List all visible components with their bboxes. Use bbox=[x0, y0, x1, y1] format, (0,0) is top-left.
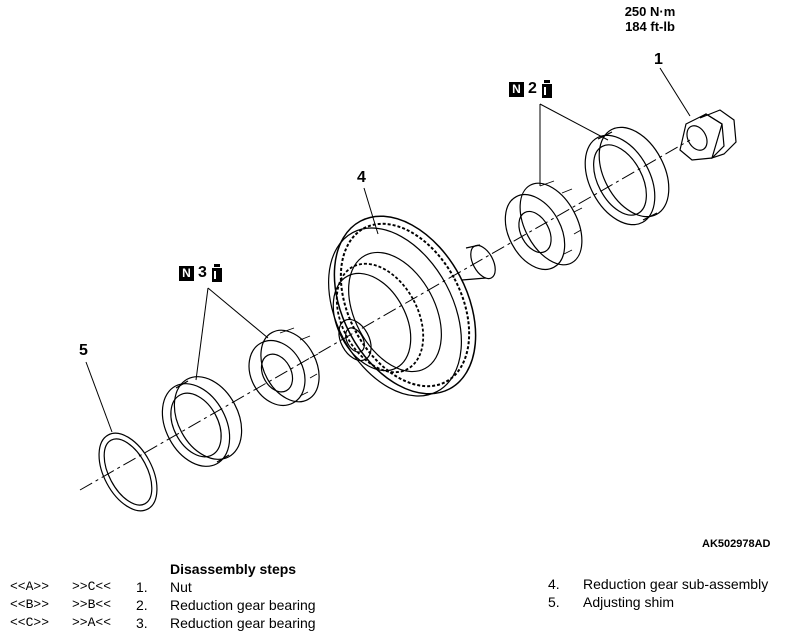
step-row: 5. Adjusting shim bbox=[0, 593, 794, 611]
step-ref-b: >>B<< bbox=[72, 597, 112, 612]
leader-3b bbox=[207, 287, 269, 339]
badge-3: N 3 bbox=[179, 264, 223, 282]
step-row: 4. Reduction gear sub-assembly bbox=[0, 575, 794, 593]
leader-5 bbox=[85, 361, 113, 433]
torque-spec: 250 N·m 184 ft-lb bbox=[600, 4, 700, 34]
badge-2: N 2 bbox=[509, 80, 553, 98]
nut bbox=[679, 109, 737, 161]
adjusting-shim bbox=[98, 432, 158, 512]
figure-code: AK502978AD bbox=[702, 538, 771, 550]
torque-nm: 250 N·m bbox=[624, 4, 676, 19]
torque-ftlb: 184 ft-lb bbox=[625, 19, 675, 34]
step-row: <<B>> >>B<< 2. Reduction gear bearing bbox=[0, 596, 500, 614]
center-axis bbox=[79, 139, 691, 491]
bearing-outer-race-left bbox=[161, 376, 243, 467]
reduction-gear-sub-assembly bbox=[328, 215, 496, 397]
callout-1: 1 bbox=[654, 51, 663, 68]
callout-2: 2 bbox=[528, 80, 537, 97]
bearing-outer-race-right bbox=[584, 126, 670, 226]
steps-title: Disassembly steps bbox=[170, 561, 297, 577]
step-number: 4. bbox=[548, 576, 560, 592]
leader-1 bbox=[659, 67, 691, 117]
step-text: Reduction gear bearing bbox=[170, 615, 316, 631]
step-ref-a: <<C>> bbox=[10, 615, 50, 630]
bearing-cone-left bbox=[248, 327, 320, 407]
leader-2b bbox=[539, 103, 609, 141]
step-text: Reduction gear sub-assembly bbox=[583, 576, 769, 592]
callout-5: 5 bbox=[79, 342, 88, 359]
step-ref-a: <<A>> bbox=[10, 579, 50, 594]
step-number: 3. bbox=[136, 615, 148, 631]
step-number: 1. bbox=[136, 579, 148, 595]
step-ref-b: >>C<< bbox=[72, 579, 112, 594]
oil-can-icon bbox=[541, 80, 552, 98]
step-text: Adjusting shim bbox=[583, 594, 675, 610]
step-text: Reduction gear bearing bbox=[170, 597, 316, 613]
leader-4 bbox=[363, 187, 379, 235]
step-number: 5. bbox=[548, 594, 560, 610]
callout-3: 3 bbox=[198, 264, 207, 281]
new-part-icon: N bbox=[509, 81, 524, 97]
step-ref-b: >>A<< bbox=[72, 615, 112, 630]
step-row: <<C>> >>A<< 3. Reduction gear bearing bbox=[0, 614, 500, 632]
bearing-cone-right bbox=[504, 180, 583, 270]
oil-can-icon bbox=[211, 264, 222, 282]
leader-3a bbox=[195, 287, 209, 381]
step-number: 2. bbox=[136, 597, 148, 613]
new-part-icon: N bbox=[179, 265, 194, 281]
callout-4: 4 bbox=[357, 169, 366, 186]
step-text: Nut bbox=[170, 579, 192, 595]
step-row: <<A>> >>C<< 1. Nut bbox=[0, 578, 500, 596]
exploded-view-diagram bbox=[79, 67, 737, 512]
step-ref-a: <<B>> bbox=[10, 597, 50, 612]
